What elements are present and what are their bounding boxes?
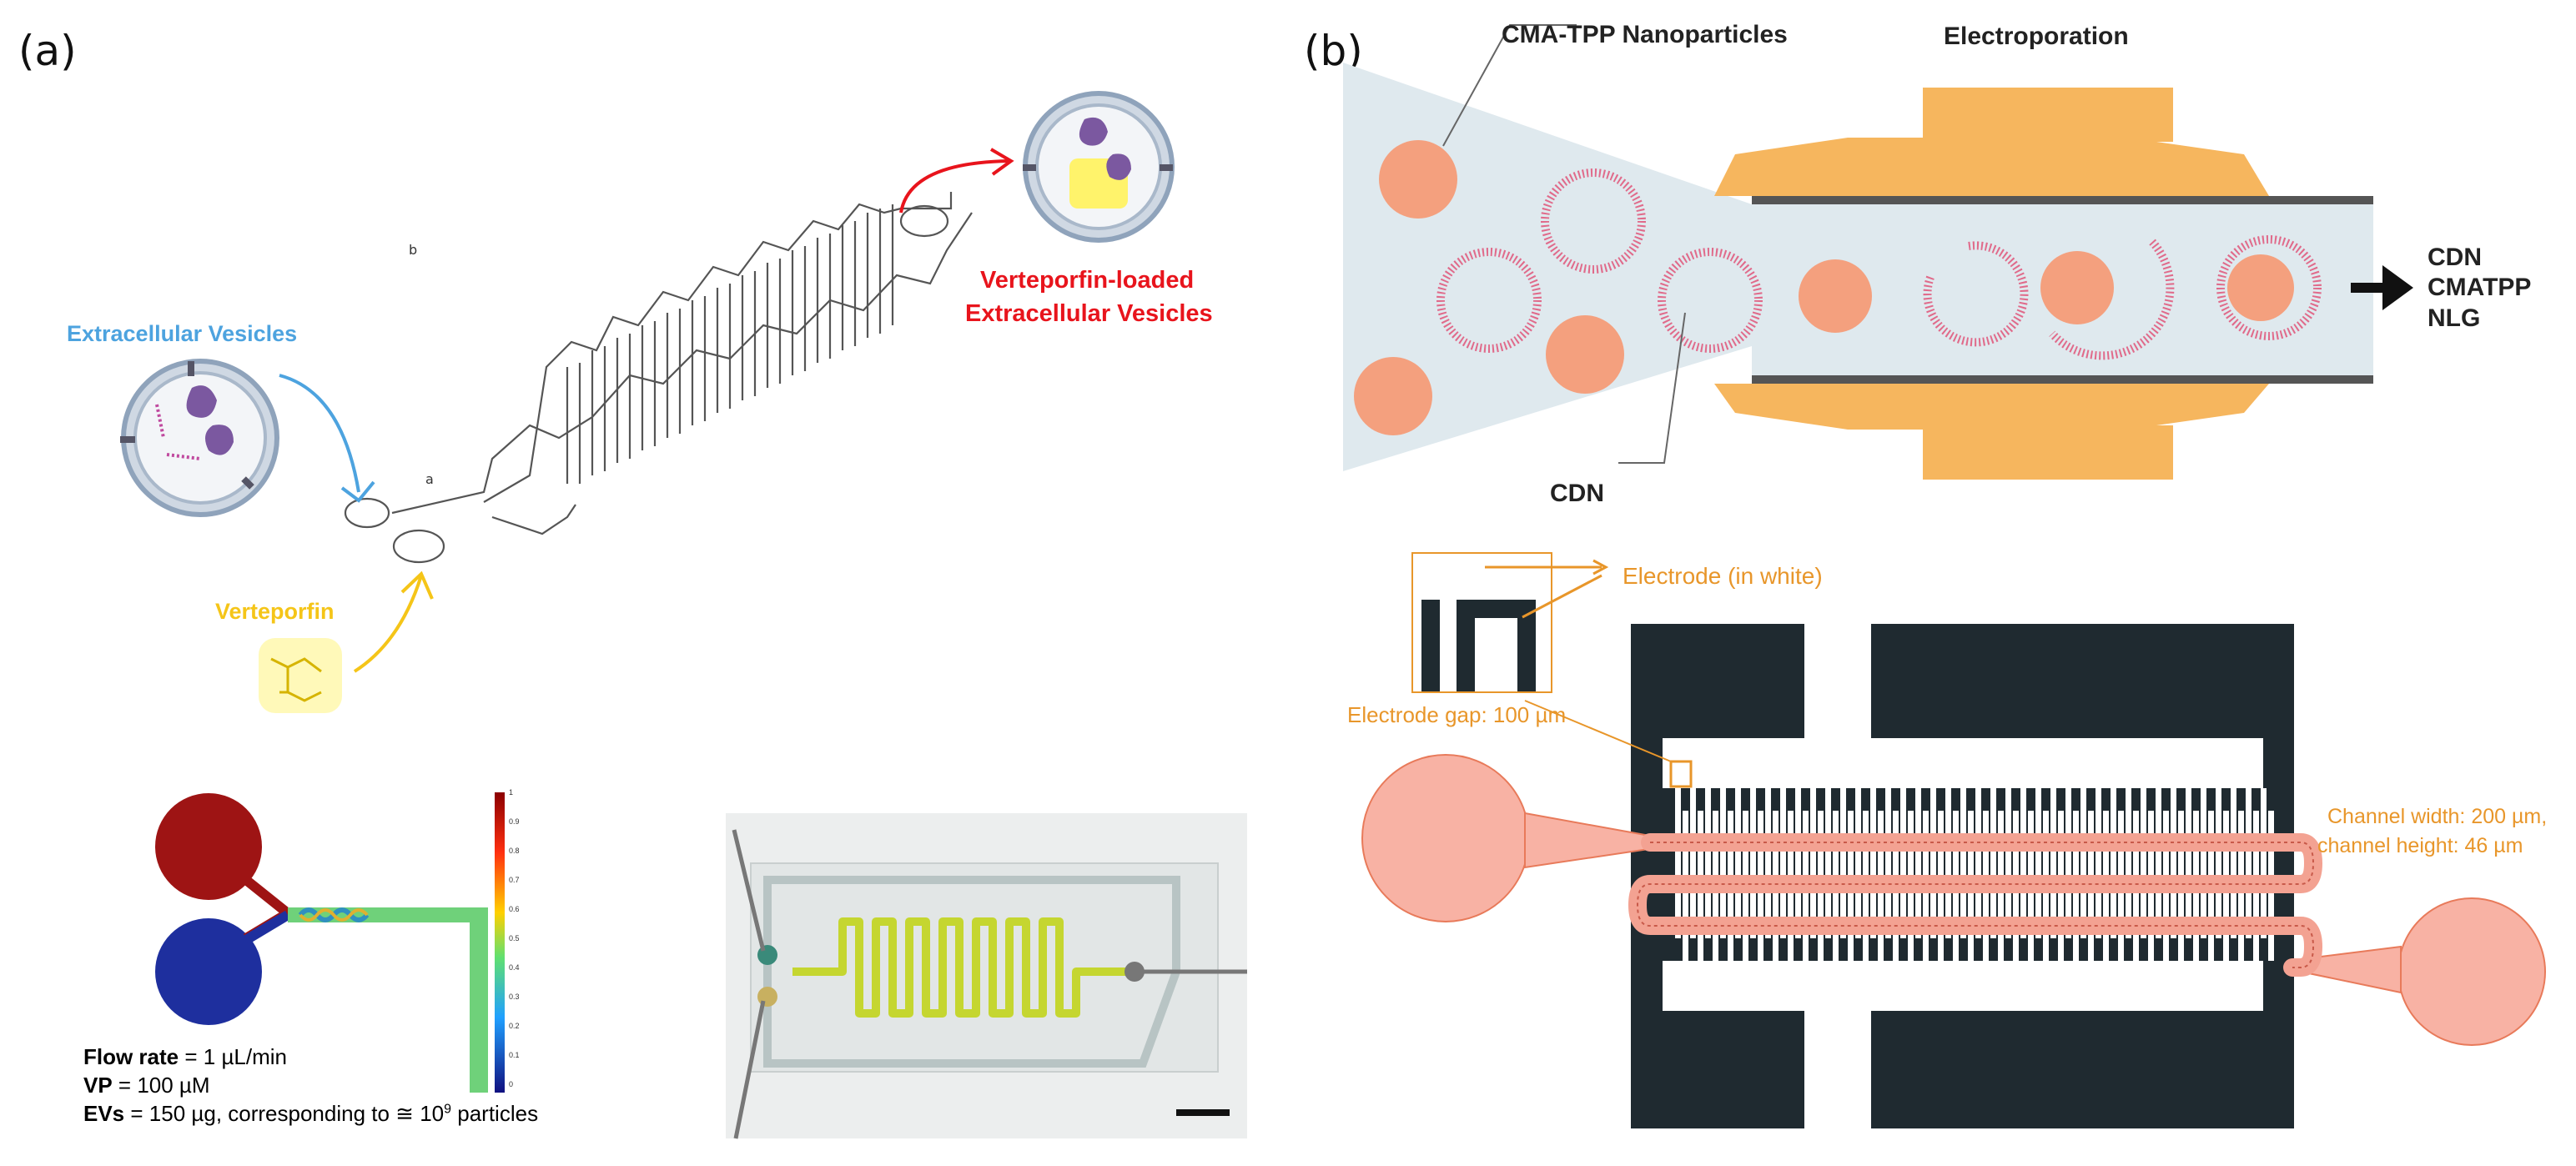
ev-arrow (279, 374, 375, 503)
loaded-vesicle-icon (1023, 91, 1175, 243)
colorbar-tick: 0.2 (509, 1022, 520, 1030)
electrode-finger (1825, 788, 1831, 938)
colorbar-ticks: 1 0.9 0.8 0.7 0.6 0.5 0.4 0.3 0.2 0.1 0 (509, 788, 534, 1097)
electrode-finger (2065, 788, 2071, 938)
electrode-finger (1780, 788, 1786, 938)
electrode-finger (2171, 788, 2176, 938)
electrode-finger (1870, 788, 1876, 938)
electrode-finger (2156, 788, 2161, 938)
electrode-finger (1720, 788, 1726, 938)
colorbar-tick: 0.1 (509, 1051, 520, 1059)
verteporfin-molecule-icon (259, 638, 342, 713)
loaded-ev-label-line2: Extracellular Vesicles (965, 300, 1213, 327)
electrode-finger (1900, 788, 1906, 938)
electrode-finger (1990, 788, 1996, 938)
electrode-finger (2080, 788, 2086, 938)
electrode-finger (1690, 788, 1696, 938)
panel-a-label: (a) (18, 27, 77, 75)
electrode-finger (2186, 788, 2191, 938)
electrode-finger (1675, 788, 1681, 938)
serpentine-channel-diagram: b a (344, 192, 973, 564)
output-nlg-label: NLG (2428, 304, 2481, 332)
electrode-zoom-inset (1411, 552, 1552, 693)
svg-text:a: a (425, 471, 434, 487)
electrode-label: Electrode (in white) (1623, 563, 1823, 589)
channel-width-label: Channel width: 200 µm, (2327, 805, 2548, 828)
verteporfin-arrow (353, 570, 434, 673)
electrode-finger (1945, 788, 1951, 938)
electrode-finger (2261, 788, 2267, 938)
colorbar-tick: 0.7 (509, 876, 520, 884)
electrode-finger (1840, 788, 1846, 938)
electrode-finger (1735, 788, 1741, 938)
electrode-finger (1750, 788, 1756, 938)
electrode-finger (1855, 788, 1861, 938)
colorbar-tick: 0 (509, 1080, 514, 1088)
cma-tpp-label: CMA-TPP Nanoparticles (1502, 21, 1788, 48)
electrode-finger (2020, 788, 2026, 938)
electrode-finger (2111, 788, 2116, 938)
electrode-pointer-arrows (1485, 559, 1609, 619)
electrode-finger (1810, 788, 1816, 938)
channel-height-label: channel height: 46 µm (2317, 834, 2523, 857)
colorbar-tick: 0.5 (509, 934, 520, 942)
evs-text: EVs = 150 µg, corresponding to ≅ 109 par… (83, 1101, 539, 1126)
cdn-label: CDN (1550, 480, 1604, 507)
electrode-finger (2216, 788, 2221, 938)
colorbar-tick: 1 (509, 788, 514, 797)
colorbar-tick: 0.3 (509, 993, 520, 1001)
electrode-finger (2246, 788, 2251, 938)
electrode-finger (2096, 788, 2101, 938)
electroporation-chip (1361, 624, 2546, 1128)
electrode-finger (1885, 788, 1891, 938)
device-photo (726, 813, 1247, 1139)
flow-rate-text: Flow rate = 1 µL/min (83, 1044, 288, 1069)
output-cmatpp-label: CMATPP (2428, 274, 2532, 301)
colorbar-tick: 0.4 (509, 963, 520, 972)
output-arrow-icon (2351, 265, 2413, 310)
output-cdn-label: CDN (2428, 244, 2482, 271)
electrode-finger (1960, 788, 1966, 938)
electrode-finger (2201, 788, 2206, 938)
electrode-finger (1975, 788, 1981, 938)
extracellular-vesicles-label: Extracellular Vesicles (67, 321, 298, 346)
electrode-finger (2005, 788, 2011, 938)
svg-text:b: b (409, 242, 417, 258)
electroporation-label: Electroporation (1944, 23, 2129, 50)
loaded-ev-label-line1: Verteporfin-loaded (980, 267, 1195, 294)
electrode-finger (2141, 788, 2146, 938)
vp-text: VP = 100 µM (83, 1073, 210, 1098)
electrode-finger (2050, 788, 2056, 938)
electrode-finger (2126, 788, 2131, 938)
verteporfin-label: Verteporfin (215, 599, 335, 624)
flow-simulation-plot (155, 792, 505, 1093)
electrode-finger (2231, 788, 2236, 938)
electrode-finger (2035, 788, 2041, 938)
colorbar-tick: 0.6 (509, 905, 520, 913)
electrode-finger (1930, 788, 1936, 938)
electroporation-schematic (1343, 24, 2382, 480)
device-photo-drawing (732, 829, 1247, 1139)
electrode-finger (1765, 788, 1771, 938)
extracellular-vesicle-icon (120, 359, 279, 517)
electrode-gap-label: Electrode gap: 100 µm (1347, 702, 1567, 727)
electrode-finger (1795, 788, 1801, 938)
loaded-arrow (899, 148, 1014, 214)
electrode-finger (1915, 788, 1921, 938)
colorbar-tick: 0.9 (509, 817, 520, 826)
colorbar-tick: 0.8 (509, 847, 520, 855)
electrode-finger (1705, 788, 1711, 938)
